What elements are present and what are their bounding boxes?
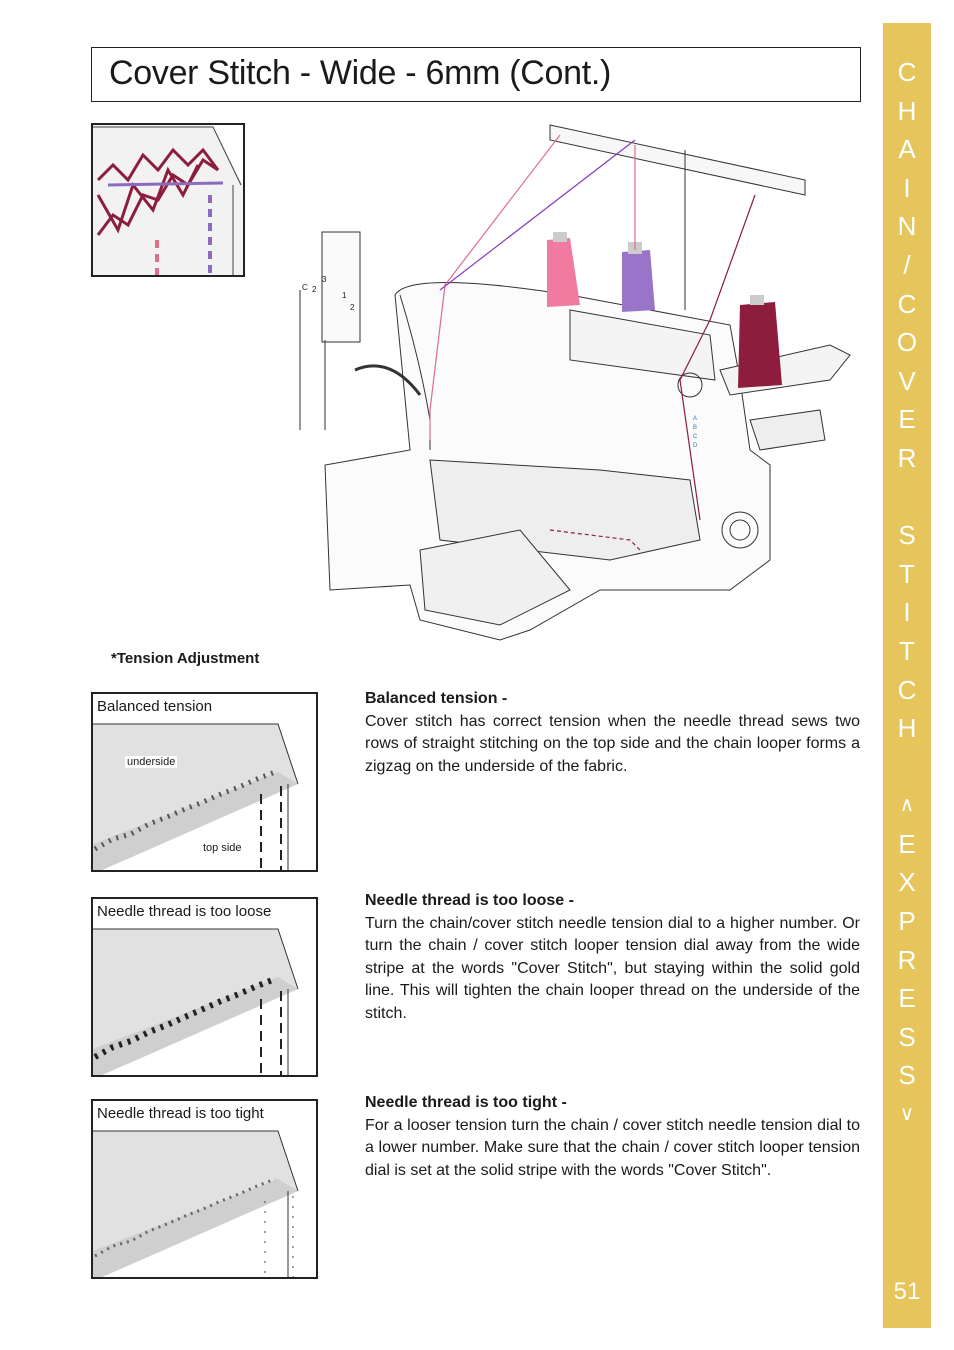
side-tab-letter: H [897, 95, 917, 126]
stitch-thumbnail-illustration [93, 125, 243, 275]
side-tab-letter: C [897, 288, 917, 319]
side-tab-letter: ∨ [899, 1103, 915, 1126]
side-tab-letter: E [898, 828, 916, 859]
side-tab-letter: S [898, 1021, 916, 1052]
callout-label: C [302, 283, 308, 292]
top-side-label: top side [201, 842, 244, 854]
side-tab-letter: E [898, 404, 916, 435]
tension-adjustment-heading: *Tension Adjustment [111, 650, 260, 667]
side-tab-letter: R [897, 442, 917, 473]
thread-guide-label: B [693, 425, 697, 431]
side-tab-letter: C [897, 674, 917, 705]
side-tab-letter: R [897, 944, 917, 975]
side-tab-letter: A [898, 134, 916, 165]
needle-too-tight-illustration [93, 1130, 299, 1277]
side-tab-letter: T [899, 635, 915, 666]
side-tab-letter: V [898, 365, 916, 396]
callout-label: 1 [342, 291, 347, 300]
page-number: 51 [893, 1278, 921, 1305]
callout-label: 3 [322, 275, 327, 284]
needle-too-loose-panel: Needle thread is too loose [91, 897, 318, 1077]
balanced-tension-heading: Balanced tension - [365, 690, 508, 707]
side-tab-letter: P [898, 906, 916, 937]
side-tab-letter: O [896, 327, 918, 358]
side-tab-letter: ∧ [899, 794, 915, 817]
serger-machine-illustration: C 2 3 1 2 A B C D [270, 120, 860, 650]
callout-label: 2 [350, 303, 355, 312]
balanced-tension-body: Cover stitch has correct tension when th… [365, 712, 860, 775]
side-tab-letter: I [903, 172, 911, 203]
balanced-tension-description: Balanced tension - Cover stitch has corr… [365, 688, 860, 778]
side-tab-letter: S [898, 1060, 916, 1091]
needle-too-loose-body: Turn the chain/cover stitch needle tensi… [365, 914, 860, 1022]
side-tab-letter: C [897, 57, 917, 87]
needle-too-tight-panel: Needle thread is too tight [91, 1099, 318, 1279]
needle-too-tight-description: Needle thread is too tight - For a loose… [365, 1092, 860, 1182]
needle-too-tight-label: Needle thread is too tight [97, 1105, 264, 1122]
underside-label: underside [125, 756, 178, 768]
title-box: Cover Stitch - Wide - 6mm (Cont.) [91, 47, 861, 102]
side-tab-letter: X [898, 867, 916, 898]
needle-too-tight-body: For a looser tension turn the chain / co… [365, 1116, 860, 1179]
balanced-tension-label: Balanced tension [97, 698, 213, 715]
needle-too-loose-heading: Needle thread is too loose - [365, 892, 574, 909]
page-title: Cover Stitch - Wide - 6mm (Cont.) [109, 54, 612, 92]
thread-guide-label: A [693, 416, 697, 422]
side-tab-letter [883, 478, 931, 517]
thread-guide-label: D [693, 443, 698, 449]
needle-too-loose-label: Needle thread is too loose [97, 903, 272, 920]
side-tab-letter: H [897, 713, 917, 744]
needle-too-loose-description: Needle thread is too loose - Turn the ch… [365, 890, 860, 1025]
balanced-tension-panel: Balanced tension underside top side [91, 692, 318, 872]
side-tab-letter: I [903, 597, 911, 628]
side-tab-letter: E [898, 983, 916, 1014]
side-tab-letter: S [898, 520, 916, 551]
callout-label: 2 [312, 285, 317, 294]
needle-too-loose-illustration [93, 928, 299, 1075]
side-tab-letter [883, 748, 931, 787]
side-tab-letter: N [897, 211, 917, 242]
side-tab-letter: / [903, 249, 911, 280]
side-tab-letter: T [899, 558, 915, 589]
stitch-thumbnail [91, 123, 245, 277]
needle-too-tight-heading: Needle thread is too tight - [365, 1094, 567, 1111]
thread-guide-label: C [693, 434, 698, 440]
